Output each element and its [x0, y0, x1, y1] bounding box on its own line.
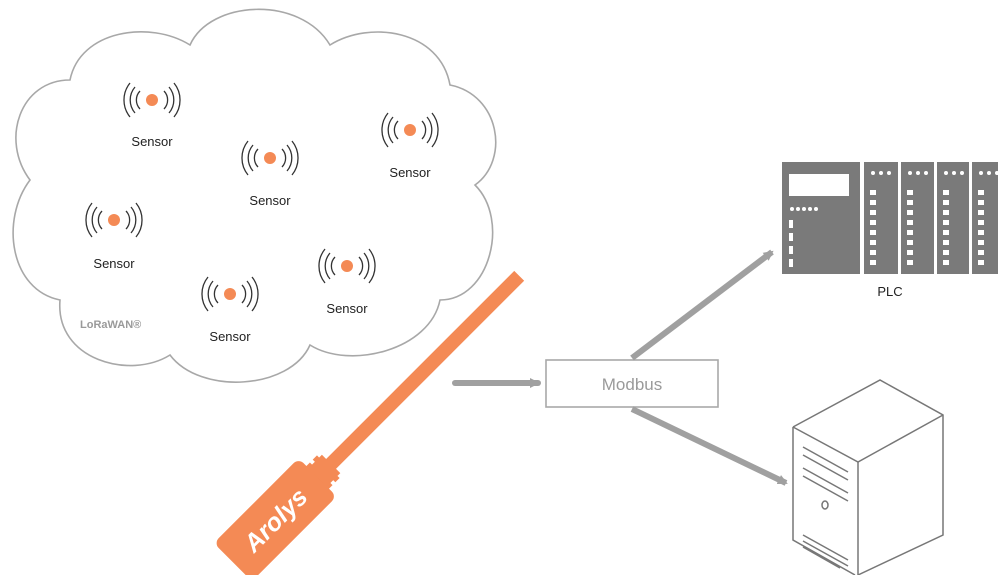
- sensor-node-2: Sensor: [241, 140, 299, 208]
- modbus-to-plc-arrow: [630, 249, 774, 361]
- sensor-label: Sensor: [131, 134, 173, 149]
- gateway-antenna: [323, 270, 525, 472]
- wireless-sensor-icon: [381, 112, 439, 148]
- plc-icon: [782, 162, 998, 274]
- sensor-label: Sensor: [249, 193, 291, 208]
- lorawan-cloud: [12, 8, 497, 383]
- wireless-sensor-icon: [123, 82, 181, 118]
- gateway-body: [216, 461, 334, 575]
- sensor-node-4: Sensor: [85, 202, 143, 271]
- modbus-to-server-arrow: [630, 406, 788, 486]
- sensor-label: Sensor: [93, 256, 135, 271]
- modbus-box: [545, 359, 719, 408]
- sensor-node-3: Sensor: [381, 112, 439, 180]
- sensor-label: Sensor: [326, 301, 368, 316]
- wireless-sensor-icon: [318, 248, 376, 284]
- wireless-sensor-icon: [201, 276, 259, 312]
- modbus-node: Modbus: [545, 359, 719, 408]
- plc-device: PLC: [782, 162, 998, 299]
- modbus-label: Modbus: [602, 375, 662, 394]
- sensor-node-1: Sensor: [123, 82, 181, 149]
- plc-label: PLC: [877, 284, 902, 299]
- lorawan-label: LoRaWAN®: [80, 319, 141, 331]
- server-icon: [792, 379, 944, 575]
- sensor-label: Sensor: [209, 329, 251, 344]
- sensor-node-6: Sensor: [318, 248, 376, 316]
- sensor-label: Sensor: [389, 165, 431, 180]
- wireless-sensor-icon: [85, 202, 143, 238]
- wireless-sensor-icon: [241, 140, 299, 176]
- arolys-gateway: Arolys: [216, 270, 525, 575]
- sensor-node-5: Sensor: [201, 276, 259, 344]
- gateway-connector: [306, 454, 341, 489]
